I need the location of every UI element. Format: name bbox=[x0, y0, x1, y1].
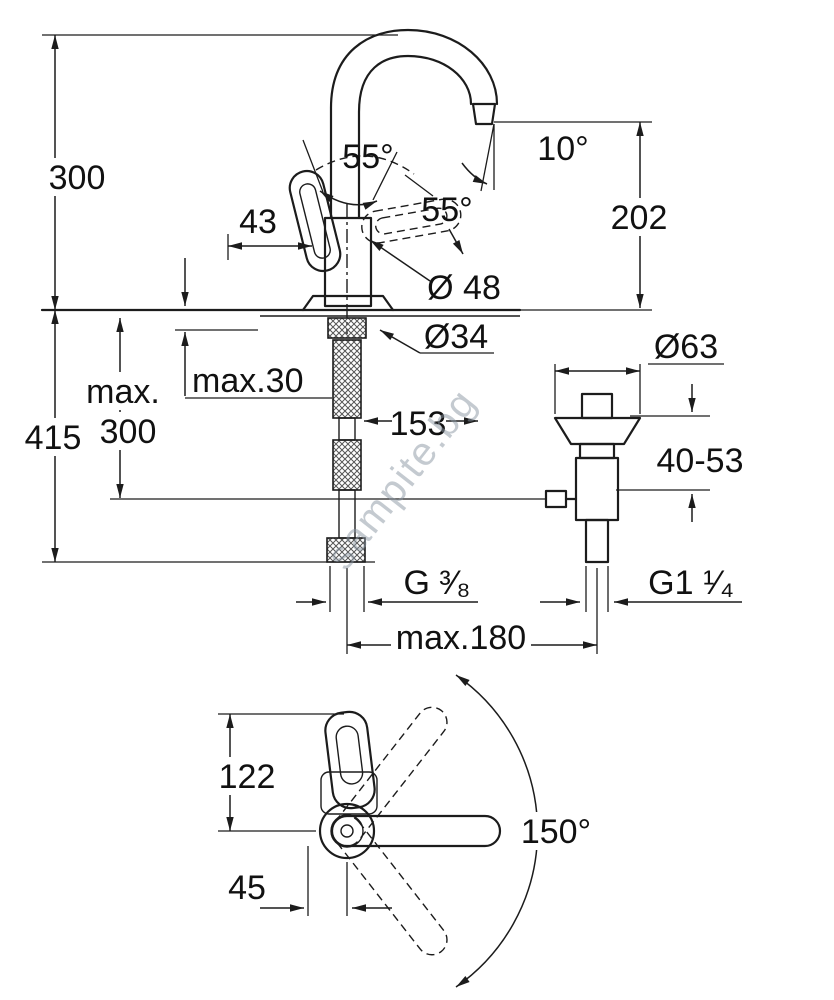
base-circle-inner bbox=[340, 824, 354, 838]
max-180-label: max.180 bbox=[396, 619, 526, 657]
drain-assembly bbox=[544, 392, 642, 564]
thread-g114-label: G1 ¹⁄₄ bbox=[648, 564, 734, 602]
angle-55-top-label: 55° bbox=[342, 138, 393, 176]
dia-63-label: Ø63 bbox=[654, 328, 718, 366]
drain-neck bbox=[578, 442, 616, 460]
dia-48-label: Ø 48 bbox=[427, 269, 501, 307]
angle-55-side-label: 55° bbox=[421, 191, 472, 229]
rod-coupling bbox=[544, 489, 568, 509]
base-circle-outer bbox=[318, 802, 376, 860]
spout-position-up bbox=[331, 706, 448, 847]
dim-415-label: 415 bbox=[25, 419, 82, 457]
dia-34-label: Ø34 bbox=[424, 318, 488, 356]
dim-122-label: 122 bbox=[219, 758, 276, 796]
drain-flange bbox=[553, 416, 642, 446]
faucet-body bbox=[323, 216, 373, 308]
max-30-label: max.30 bbox=[192, 362, 304, 400]
spout-position-down bbox=[331, 815, 448, 956]
drain-body bbox=[574, 456, 620, 522]
hose-connector bbox=[338, 417, 356, 441]
handle-swing-arc bbox=[315, 155, 415, 175]
lever-handle-rotated-inner bbox=[375, 207, 448, 235]
top-view-outline bbox=[318, 706, 502, 956]
dim-300-label: 300 bbox=[49, 159, 106, 197]
side-view: 300 415 max. 300 max.30 43 55° 55° 10° 2… bbox=[20, 28, 750, 658]
base-flange bbox=[301, 294, 395, 312]
angle-150-label: 150° bbox=[521, 813, 591, 851]
top-view-label-masks bbox=[213, 757, 600, 850]
base-circle-mid bbox=[330, 814, 364, 848]
label-masks bbox=[20, 158, 750, 658]
thread-g38-label: G ³⁄₈ bbox=[404, 564, 471, 602]
drain-tailpipe bbox=[584, 518, 610, 564]
top-view: 122 45 150° bbox=[213, 674, 600, 988]
spout-aerator bbox=[471, 102, 497, 126]
mounting-nut bbox=[327, 317, 367, 339]
extension-lines bbox=[42, 34, 724, 654]
hose-nut bbox=[326, 537, 366, 563]
angle-10-label: 10° bbox=[537, 130, 588, 168]
dim-43-label: 43 bbox=[239, 203, 277, 241]
spout-outer-curve bbox=[329, 28, 499, 220]
lever-handle bbox=[288, 169, 342, 273]
dimension-lines bbox=[51, 35, 742, 649]
top-view-extension-lines bbox=[218, 713, 348, 916]
spout-inner-curve bbox=[357, 54, 473, 220]
flex-hose-upper bbox=[332, 339, 362, 419]
faucet-outline bbox=[288, 28, 499, 334]
dim-202-label: 202 bbox=[611, 199, 668, 237]
lever-handle-rotated bbox=[361, 198, 462, 244]
dim-40-53-label: 40-53 bbox=[657, 442, 744, 480]
lever-plan-inner bbox=[335, 725, 364, 785]
lever-handle-inner bbox=[299, 183, 331, 259]
lever-plan bbox=[324, 710, 376, 810]
dim-153-label: 153 bbox=[390, 405, 447, 443]
countertop bbox=[40, 308, 522, 317]
body-plan bbox=[320, 771, 378, 815]
dim-45-label: 45 bbox=[228, 869, 266, 907]
drain-stem bbox=[580, 392, 614, 420]
flex-hose-lower bbox=[332, 439, 362, 491]
mounting-shank bbox=[110, 317, 546, 563]
max-300-label: 300 bbox=[100, 413, 157, 451]
max-word-label: max. bbox=[86, 373, 160, 411]
spout-plan bbox=[330, 814, 502, 848]
